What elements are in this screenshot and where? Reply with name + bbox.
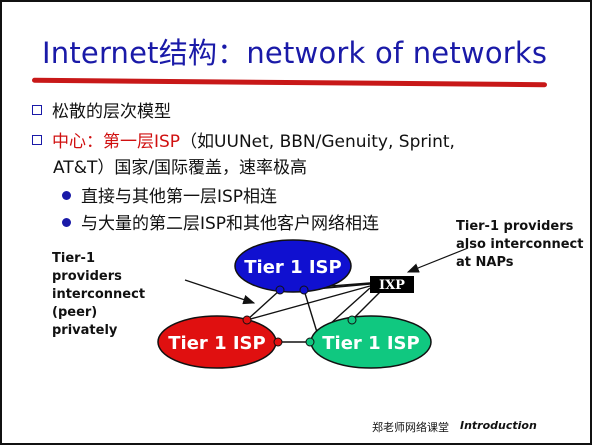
- square-bullet-icon: [32, 135, 42, 145]
- sub-bullet-tier2: 与大量的第二层ISP和其他客户网络相连: [62, 209, 379, 234]
- note-nap-peering: Tier-1 providers also interconnect at NA…: [456, 218, 583, 272]
- note-left-line: privately: [52, 323, 118, 338]
- note-right-line: at NAPs: [456, 255, 514, 270]
- router-dot: [275, 285, 285, 295]
- ixp-label: IXP: [379, 278, 405, 293]
- bullet-tier1-heading: 中心：第一层ISP: [52, 132, 181, 152]
- square-bullet-icon: [32, 105, 42, 115]
- isp-left-label: Tier 1 ISP: [168, 333, 265, 354]
- dot-bullet-icon: [62, 218, 71, 227]
- isp-top-label: Tier 1 ISP: [244, 257, 341, 278]
- note-private-peering: Tier-1 providers interconnect (peer) pri…: [52, 250, 145, 340]
- bullet-hierarchy: 松散的层次模型: [32, 97, 171, 122]
- router-dot: [347, 315, 357, 325]
- bullet-tier1-examples: （如UUNet, BBN/Genuity, Sprint,: [180, 132, 455, 152]
- note-left-line: (peer): [52, 305, 98, 320]
- note-right-line: also interconnect: [456, 237, 584, 252]
- router-dot: [305, 337, 315, 347]
- bullet-tier1-line2: AT&T）国家/国际覆盖，速率极高: [53, 158, 308, 178]
- sub-bullet-direct: 直接与其他第一层ISP相连: [62, 182, 277, 207]
- note-right-line: Tier-1 providers: [456, 219, 574, 234]
- sub-bullet-tier2-text: 与大量的第二层ISP和其他客户网络相连: [81, 214, 380, 234]
- router-dot: [273, 337, 283, 347]
- tier1-isp-top: [234, 239, 352, 293]
- slide-title: Internet结构：network of networks: [42, 36, 548, 70]
- footer-course-name: 郑老师网络课堂: [372, 421, 449, 434]
- footer-section-name: Introduction: [460, 419, 537, 432]
- sub-bullet-direct-text: 直接与其他第一层ISP相连: [81, 187, 278, 207]
- bullet-tier1: 中心：第一层ISP（如UUNet, BBN/Genuity, Sprint,: [32, 127, 455, 152]
- note-left-line: providers: [52, 269, 122, 284]
- note-left-line: Tier-1: [52, 251, 95, 266]
- ixp-box: [370, 276, 414, 293]
- note-left-line: interconnect: [52, 287, 146, 302]
- router-dot: [299, 285, 309, 295]
- arrow-private-peering: [184, 279, 256, 305]
- router-dot: [242, 315, 252, 325]
- isp-right-label: Tier 1 ISP: [322, 333, 419, 354]
- arrow-nap-peering: [406, 247, 469, 273]
- dot-bullet-icon: [62, 191, 71, 200]
- bullet-hierarchy-text: 松散的层次模型: [52, 102, 171, 122]
